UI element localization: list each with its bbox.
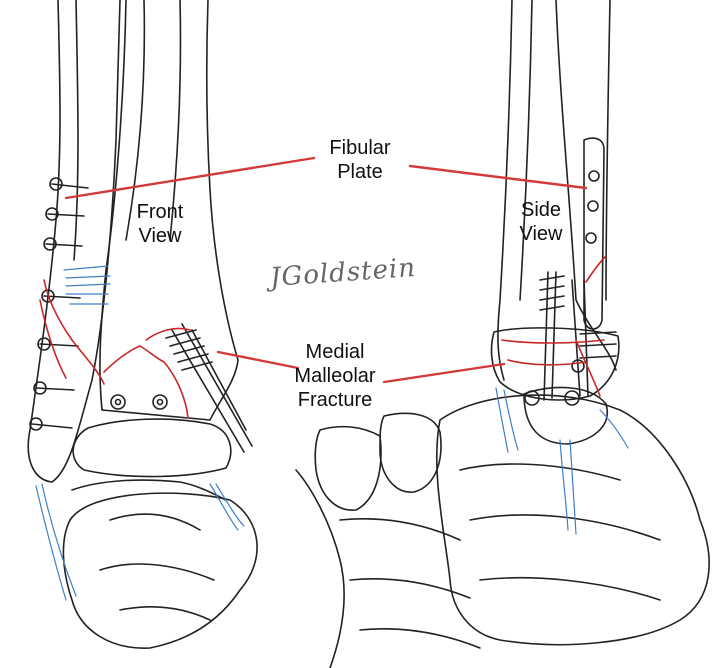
- side-fibula: [497, 0, 513, 381]
- pointer-medial-malleolar-fracture-side: [382, 362, 506, 384]
- label-fibular-plate-line1: Fibular: [329, 137, 391, 159]
- side-fibular-plate: [583, 137, 605, 330]
- front-talus: [72, 418, 232, 478]
- pointer-medial-malleolar-fracture: [216, 350, 300, 370]
- front-calcaneus: [62, 492, 258, 649]
- label-medial-line1: Medial: [305, 341, 365, 363]
- label-side-view-line1: Side: [520, 199, 562, 221]
- front-view-drawing: [27, 0, 258, 649]
- side-navicular: [379, 412, 442, 493]
- side-cuneiform: [314, 425, 382, 511]
- side-view-drawing: [295, 0, 710, 668]
- side-talus: [523, 386, 608, 445]
- label-front-view-line1: Front: [136, 201, 184, 223]
- fracture-lines: [39, 255, 607, 419]
- label-medial-malleolar-fracture: Medial Malleolar Fracture: [280, 340, 390, 412]
- ligament-strands: [35, 265, 629, 601]
- side-calcaneus: [435, 394, 710, 646]
- front-plate-screws: [29, 177, 89, 431]
- medial-malleolar-screws: [165, 323, 253, 453]
- front-tibia-screw-2: [152, 394, 168, 410]
- label-front-view: Front View: [122, 200, 198, 248]
- label-side-view: Side View: [508, 198, 574, 246]
- label-medial-line3: Fracture: [297, 389, 373, 411]
- label-fibular-plate: Fibular Plate: [310, 136, 410, 184]
- front-tibia-screw-1: [110, 394, 126, 410]
- side-tibia: [555, 0, 617, 371]
- label-side-view-line2: View: [519, 223, 563, 245]
- pointer-fibular-plate-front: [64, 156, 316, 200]
- label-front-view-line2: View: [138, 225, 182, 247]
- label-fibular-plate-line2: Plate: [337, 161, 383, 183]
- label-medial-line2: Malleolar: [294, 365, 376, 387]
- pointer-fibular-plate-side: [408, 164, 588, 190]
- pointer-lines: [64, 156, 588, 384]
